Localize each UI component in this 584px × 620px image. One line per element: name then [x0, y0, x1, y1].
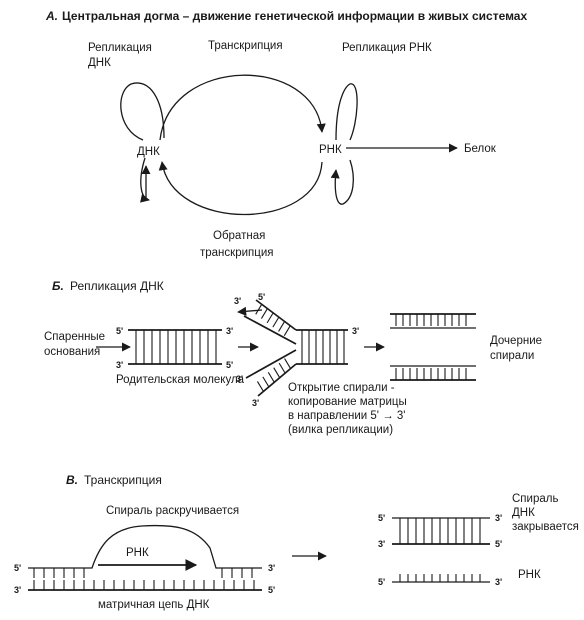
fork-arm-rung — [273, 367, 281, 378]
label-closing-line2: ДНК — [512, 507, 535, 519]
fork-arm-rung — [267, 372, 275, 383]
section-b-dna-replication: Б. Репликация ДНК Спаренные основания 5'… — [44, 279, 542, 436]
label-opening-line3: в направлении 5' → 3' — [288, 410, 406, 422]
fork-arm-rung — [262, 376, 270, 388]
label-closing-line1: Спираль — [512, 493, 558, 505]
c-3-prime-bottom-left: 3' — [14, 585, 21, 595]
fork-5-prime-top: 5' — [258, 292, 265, 302]
fork-new-strand-arrow — [237, 306, 263, 316]
coding-strand-ticks — [33, 568, 253, 578]
rna-bubble-label: РНК — [126, 547, 149, 559]
rna-replication-loop-lower — [330, 159, 354, 205]
coding-strand-bubble — [28, 524, 262, 569]
parent-base-pairs — [135, 330, 217, 364]
section-a-title: Центральная догма – движение генетическо… — [62, 9, 527, 23]
label-opening-line2: копирование матрицы — [288, 396, 407, 408]
fork-arm-rung — [283, 325, 291, 336]
c-3-prime-top-right: 3' — [268, 563, 275, 573]
fork-3-prime-top: 3' — [234, 296, 241, 306]
reverse-transcription-arc — [158, 161, 323, 215]
parent-3-prime-bottom: 3' — [116, 360, 123, 370]
section-a-letter: А. — [45, 9, 58, 23]
c-5-prime-bottom-right: 5' — [268, 585, 275, 595]
fork-bottom-arm-outer — [257, 363, 297, 397]
c-right-5-prime-top: 5' — [378, 513, 385, 523]
label-rna: РНК — [319, 144, 342, 156]
dna-replication-loop — [120, 82, 165, 141]
c-right-3-prime-bottom: 3' — [378, 539, 385, 549]
fork-3-prime-right: 3' — [352, 326, 359, 336]
fork-bottom-arm-inner — [245, 349, 297, 379]
label-paired-bases-line2: основания — [44, 346, 100, 358]
section-c-transcription: В. Транскрипция Спираль раскручивается Р… — [14, 473, 579, 611]
label-rna-replication: Репликация РНК — [342, 42, 432, 54]
section-c-title: Транскрипция — [84, 473, 162, 487]
c-right-3-prime-top: 3' — [495, 513, 502, 523]
fork-arm-rung — [278, 321, 286, 332]
c-rna-5-prime: 5' — [378, 577, 385, 587]
fork-arm-rung — [278, 362, 286, 374]
fork-3-prime-bottom: 3' — [236, 374, 243, 384]
parent-5-prime-bottom: 5' — [226, 360, 233, 370]
rna-replication-loop — [335, 83, 358, 141]
template-strand-ticks — [33, 580, 255, 590]
dna-replication-loop-lower — [140, 157, 150, 203]
daughter1-base-pairs — [395, 314, 467, 326]
parent-5-prime-top: 5' — [116, 326, 123, 336]
label-reverse-line2: транскрипция — [200, 247, 273, 259]
label-opening-line4: (вилка репликации) — [288, 424, 393, 436]
section-b-title: Репликация ДНК — [70, 279, 164, 293]
released-rna-ticks — [399, 574, 481, 582]
label-parent-molecule: Родительская молекула — [116, 374, 245, 386]
fork-top-arm-outer — [255, 299, 297, 331]
fork-arm-base-pairs — [255, 304, 292, 392]
c-5-prime-top-left: 5' — [14, 563, 21, 573]
section-b-letter: Б. — [52, 279, 64, 293]
transcription-arc — [159, 74, 326, 141]
label-reverse-line1: Обратная — [213, 230, 265, 242]
label-protein: Белок — [464, 143, 497, 155]
fork-arm-rung — [284, 358, 292, 369]
section-a-central-dogma: А. Центральная догма – движение генетиче… — [45, 9, 527, 259]
fork-arm-rung — [256, 381, 264, 392]
fork-top-arm-inner — [243, 315, 297, 345]
fork-arm-rung — [255, 304, 263, 315]
label-unwinding: Спираль раскручивается — [106, 505, 239, 517]
fork-arm-rung — [260, 308, 268, 319]
label-dna-replication-line1: Репликация — [88, 42, 152, 54]
label-dna-replication-line2: ДНК — [88, 57, 111, 69]
parent-3-prime-top: 3' — [226, 326, 233, 336]
label-dna: ДНК — [137, 146, 160, 158]
label-closing-line3: закрывается — [512, 521, 579, 533]
fork-duplex-base-pairs — [301, 330, 345, 364]
label-rna-right: РНК — [518, 569, 541, 581]
label-template-strand: матричная цепь ДНК — [98, 599, 210, 611]
c-rna-3-prime: 3' — [495, 577, 502, 587]
closed-helix-base-pairs — [399, 518, 481, 544]
fork-3-prime-lower: 3' — [252, 398, 259, 408]
c-right-5-prime-bottom: 5' — [495, 539, 502, 549]
label-paired-bases-line1: Спаренные — [44, 331, 105, 343]
section-c-letter: В. — [66, 473, 78, 487]
label-daughter-line2: спирали — [490, 350, 534, 362]
fork-arm-rung — [272, 316, 280, 328]
fork-arm-rung — [266, 312, 274, 324]
label-daughter-line1: Дочерние — [490, 335, 542, 347]
daughter2-base-pairs — [395, 368, 467, 380]
label-transcription: Транскрипция — [208, 40, 283, 52]
label-opening-line1: Открытие спирали - — [288, 382, 395, 394]
